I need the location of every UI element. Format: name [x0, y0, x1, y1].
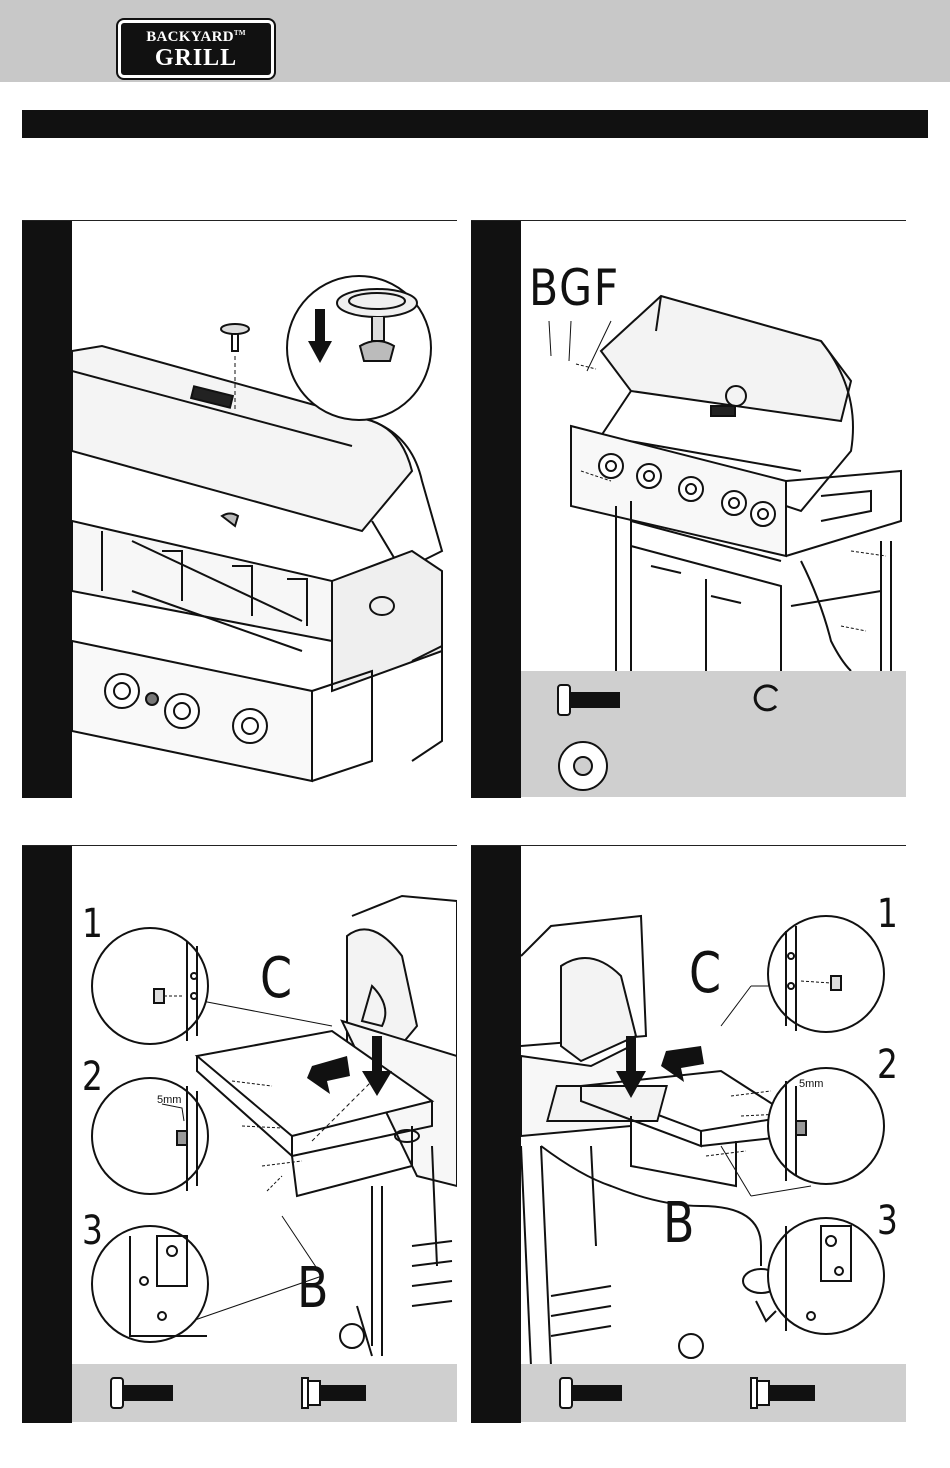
hardware-strip — [521, 671, 906, 797]
detail-number-2: 2 — [877, 1042, 898, 1088]
detail-number-2: 2 — [82, 1054, 103, 1100]
step-number-stripe — [22, 846, 72, 1423]
hardware-strip — [521, 1364, 906, 1422]
flange-bolt-icon — [300, 1376, 370, 1410]
bolt-icon — [109, 1376, 179, 1410]
section-title-bar — [22, 110, 928, 138]
bolt-icon — [558, 1376, 628, 1410]
callout-c: C — [689, 941, 721, 1006]
brand-logo: BACKYARDTM GRILL — [118, 20, 274, 78]
flange-bolt-icon — [749, 1376, 819, 1410]
step-panel-4: C B 1 2 3 5mm — [471, 845, 906, 1423]
trademark-mark: TM — [234, 29, 246, 37]
step-4-illustration: C B 1 2 3 5mm — [521, 846, 906, 1364]
logo-word-backyard: BACKYARD — [146, 29, 234, 45]
step-3-illustration: C B 1 2 3 5mm — [72, 846, 457, 1364]
detail-number-3: 3 — [82, 1208, 103, 1254]
detail-number-1: 1 — [82, 901, 103, 947]
callout-b: B — [297, 1256, 329, 1321]
flat-washer-icon — [556, 739, 610, 793]
step-panel-3: C B 1 2 3 5mm — [22, 845, 457, 1423]
detail-number-3: 3 — [877, 1198, 898, 1244]
hardware-strip — [72, 1364, 457, 1422]
step-panel-1 — [22, 220, 457, 798]
step-1-illustration — [72, 221, 457, 798]
bolt-icon — [556, 683, 626, 717]
step-panel-2: BGF — [471, 220, 906, 798]
step-number-stripe — [471, 221, 521, 798]
step-number-stripe — [471, 846, 521, 1423]
step-number-stripe — [22, 221, 72, 798]
logo-word-grill: GRILL — [121, 46, 271, 70]
detail-number-1: 1 — [877, 891, 898, 937]
callout-c: C — [260, 946, 292, 1011]
gap-measurement: 5mm — [157, 1094, 181, 1106]
gap-measurement: 5mm — [799, 1078, 823, 1090]
callout-b: B — [663, 1191, 695, 1256]
step-2-illustration: BGF — [521, 221, 906, 671]
lock-washer-icon — [749, 681, 783, 715]
